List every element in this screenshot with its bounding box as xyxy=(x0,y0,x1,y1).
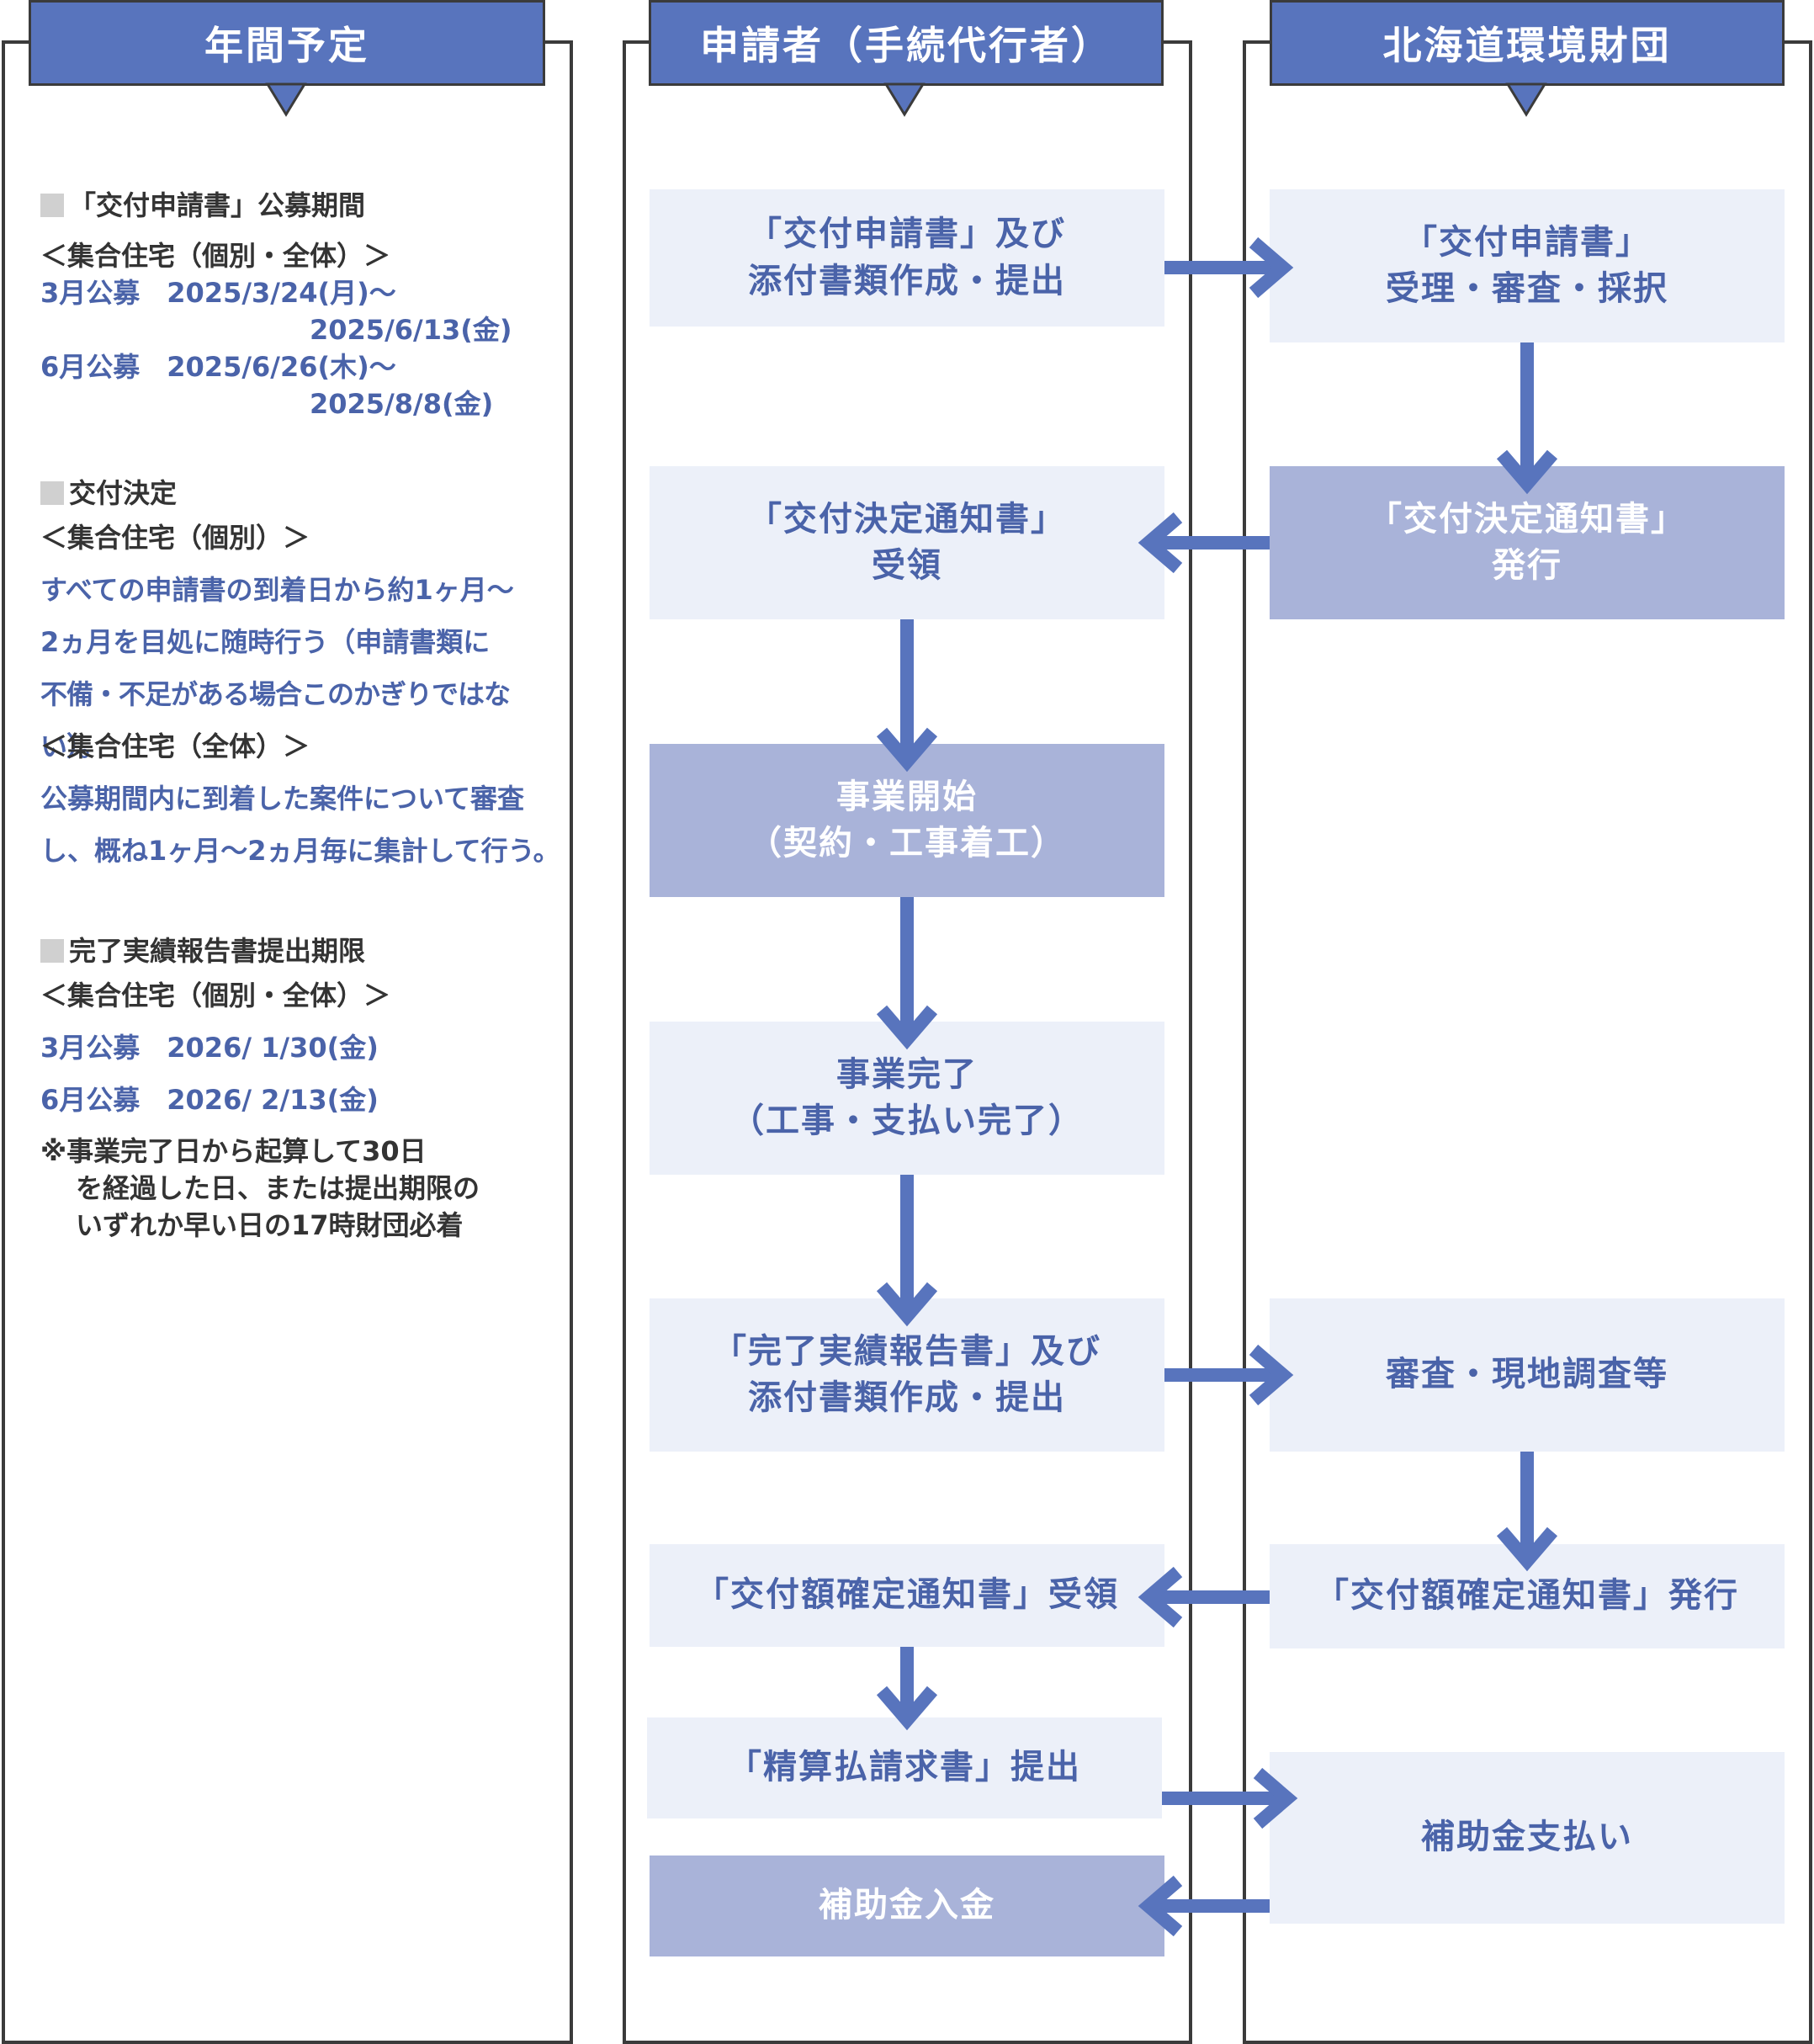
schedule-date: 6月公募 2026/ 2/13(金) xyxy=(40,1084,379,1116)
arrow-down-icon xyxy=(1496,1452,1558,1572)
step-line: 事業完了 xyxy=(836,1054,978,1094)
step-line: 「交付額確定通知書」発行 xyxy=(1315,1576,1739,1616)
arrow-down-icon xyxy=(876,1647,938,1731)
applicant-step-apply: 「交付申請書」及び 添付書類作成・提出 xyxy=(650,189,1164,327)
arrow-left-icon xyxy=(1138,512,1270,574)
step-line: 「交付決定通知書」 xyxy=(748,499,1066,539)
schedule-text: 不備・不足がある場合このかぎりではない）。 xyxy=(40,678,511,762)
schedule-date: 3月公募 2026/ 1/30(金) xyxy=(40,1032,379,1064)
note-line: いずれか早い日の17時財団必着 xyxy=(76,1209,464,1241)
arrow-right-icon xyxy=(1162,1767,1298,1829)
header-applicant: 申請者（手続代行者） xyxy=(649,0,1164,86)
applicant-step-subsidy-received: 補助金入金 xyxy=(650,1856,1164,1956)
schedule-note: ※事業完了日から起算して30日 を経過した日、または提出期限の いずれか早い日の… xyxy=(40,1133,570,1244)
schedule-target: ＜集合住宅（個別）＞ xyxy=(40,522,310,554)
header-foundation: 北海道環境財団 xyxy=(1270,0,1785,86)
foundation-step-review: 「交付申請書」 受理・審査・採択 xyxy=(1270,189,1785,342)
schedule-date: 2025/6/13(金) xyxy=(310,314,512,346)
note-line: を経過した日、または提出期限の xyxy=(76,1172,480,1204)
step-line: 「精算払請求書」提出 xyxy=(728,1748,1081,1787)
header-pointer-schedule xyxy=(265,82,307,117)
step-line: 「交付決定通知書」 xyxy=(1368,499,1686,539)
step-line: 受理・審査・採択 xyxy=(1386,269,1668,308)
schedule-text: すべての申請書の到着日から約1ヶ月～ xyxy=(40,574,514,606)
step-line: 事業開始 xyxy=(836,777,978,816)
arrow-down-icon xyxy=(876,1175,938,1327)
applicant-step-payment-request: 「精算払請求書」提出 xyxy=(647,1717,1162,1818)
step-line: 「完了実績報告書」及び xyxy=(713,1331,1101,1371)
schedule-section-title: 完了実績報告書提出期限 xyxy=(40,932,570,969)
step-line: 添付書類作成・提出 xyxy=(748,1378,1066,1417)
step-line: 「交付申請書」 xyxy=(1403,222,1651,262)
schedule-panel: 「交付申請書」公募期間 ＜集合住宅（個別・全体）＞ 3月公募 2025/3/24… xyxy=(40,187,570,1244)
schedule-section-title: 「交付申請書」公募期間 xyxy=(40,187,570,224)
step-line: （工事・支払い完了） xyxy=(730,1102,1084,1140)
square-bullet-icon xyxy=(40,194,64,217)
step-line: 審査・現地調査等 xyxy=(1386,1355,1668,1394)
schedule-text: し、概ね1ヶ月～2ヵ月毎に集計して行う。 xyxy=(40,835,560,867)
foundation-step-pay-subsidy: 補助金支払い xyxy=(1270,1752,1785,1924)
step-line: 「交付申請書」及び xyxy=(748,215,1066,254)
foundation-step-inspection: 審査・現地調査等 xyxy=(1270,1298,1785,1452)
step-line: 添付書類作成・提出 xyxy=(748,261,1066,300)
header-pointer-foundation xyxy=(1505,82,1547,117)
arrow-right-icon xyxy=(1164,236,1294,299)
arrow-down-icon xyxy=(876,619,938,772)
applicant-step-receive-decision: 「交付決定通知書」 受領 xyxy=(650,466,1164,619)
step-line: （契約・工事着工） xyxy=(748,824,1066,863)
step-line: 補助金入金 xyxy=(819,1886,995,1925)
step-line: 受領 xyxy=(872,546,942,585)
schedule-date: 6月公募 2025/6/26(木)～ xyxy=(40,351,396,383)
header-schedule: 年間予定 xyxy=(29,0,545,86)
applicant-step-project-start: 事業開始 （契約・工事着工） xyxy=(650,744,1164,897)
lane-schedule xyxy=(2,40,573,2044)
arrow-left-icon xyxy=(1138,1875,1270,1937)
square-bullet-icon xyxy=(40,481,64,505)
schedule-target: ＜集合住宅（個別・全体）＞ xyxy=(40,980,391,1011)
arrow-left-icon xyxy=(1138,1566,1270,1628)
step-line: 補助金支払い xyxy=(1421,1818,1633,1857)
schedule-target: ＜集合住宅（全体）＞ xyxy=(40,730,310,762)
square-bullet-icon xyxy=(40,939,64,963)
schedule-target: ＜集合住宅（個別・全体）＞ xyxy=(40,240,391,272)
schedule-section-title: 交付決定 xyxy=(40,475,570,512)
schedule-text: 2ヵ月を目処に随時行う（申請書類に xyxy=(40,626,491,658)
arrow-right-icon xyxy=(1164,1344,1294,1406)
schedule-text: 公募期間内に到着した案件について審査 xyxy=(40,783,525,815)
note-line: ※事業完了日から起算して30日 xyxy=(40,1135,427,1167)
step-line: 「交付額確定通知書」受領 xyxy=(695,1575,1119,1615)
applicant-step-receive-amount: 「交付額確定通知書」受領 xyxy=(650,1544,1164,1647)
schedule-date: 2025/8/8(金) xyxy=(310,388,494,420)
header-pointer-applicant xyxy=(883,82,926,117)
applicant-step-project-complete: 事業完了 （工事・支払い完了） xyxy=(650,1022,1164,1175)
step-line: 発行 xyxy=(1492,546,1562,585)
schedule-date: 3月公募 2025/3/24(月)～ xyxy=(40,277,396,309)
arrow-down-icon xyxy=(876,897,938,1050)
arrow-down-icon xyxy=(1496,342,1558,495)
